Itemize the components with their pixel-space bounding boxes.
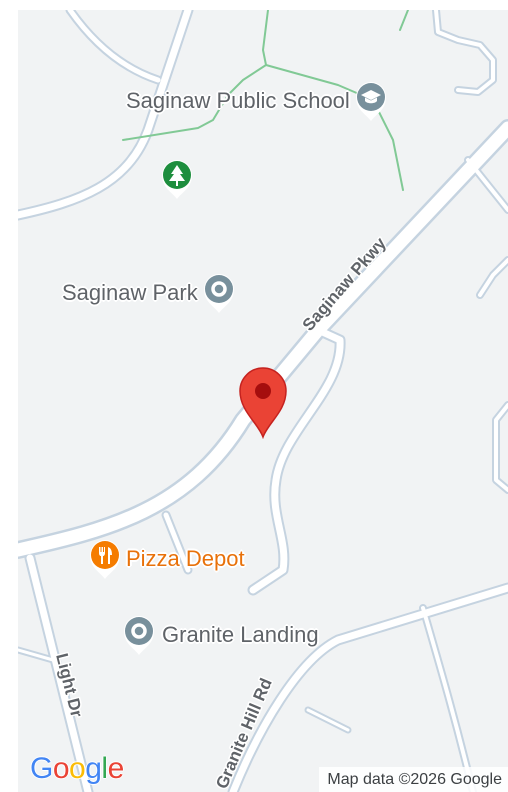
- place-label-granite: Granite Landing: [162, 622, 319, 647]
- google-logo-letter: g: [85, 752, 102, 785]
- place-saginaw-public-school[interactable]: Saginaw Public School: [126, 80, 388, 122]
- place-granite-landing[interactable]: Granite Landing: [122, 614, 319, 656]
- google-logo-text: Google: [30, 752, 124, 785]
- tree-icon: [160, 158, 194, 200]
- trail-3: [399, 10, 409, 31]
- google-logo-letter: e: [107, 752, 125, 785]
- graduation-cap-icon: [354, 80, 388, 122]
- google-logo[interactable]: Google: [30, 752, 124, 786]
- location-pin-icon[interactable]: [236, 365, 290, 440]
- map-attribution[interactable]: Map data ©2026 Google: [319, 767, 508, 792]
- place-label-school: Saginaw Public School: [126, 88, 350, 113]
- map-base-layer: Saginaw Pkwy Light Dr Granite Hill Rd: [18, 10, 508, 792]
- place-saginaw-park[interactable]: Saginaw Park: [62, 272, 236, 314]
- place-label-park: Saginaw Park: [62, 280, 198, 305]
- google-logo-letter: o: [69, 752, 86, 785]
- park-poi-marker[interactable]: [160, 158, 194, 200]
- place-pizza-depot[interactable]: Pizza Depot: [88, 538, 245, 580]
- fork-knife-icon: [88, 538, 122, 580]
- road-top-left-2: [65, 10, 163, 85]
- place-marker-icon: [122, 614, 156, 656]
- place-marker-icon: [202, 272, 236, 314]
- trail-1: [122, 10, 269, 141]
- place-label-pizza: Pizza Depot: [126, 546, 245, 571]
- map-canvas[interactable]: Saginaw Pkwy Light Dr Granite Hill Rd Sa…: [18, 10, 508, 792]
- google-logo-letter: o: [52, 752, 70, 785]
- google-logo-letter: G: [30, 752, 53, 785]
- google-logo-letter: l: [101, 752, 108, 785]
- road-label-saginaw-pkwy: Saginaw Pkwy: [299, 233, 391, 334]
